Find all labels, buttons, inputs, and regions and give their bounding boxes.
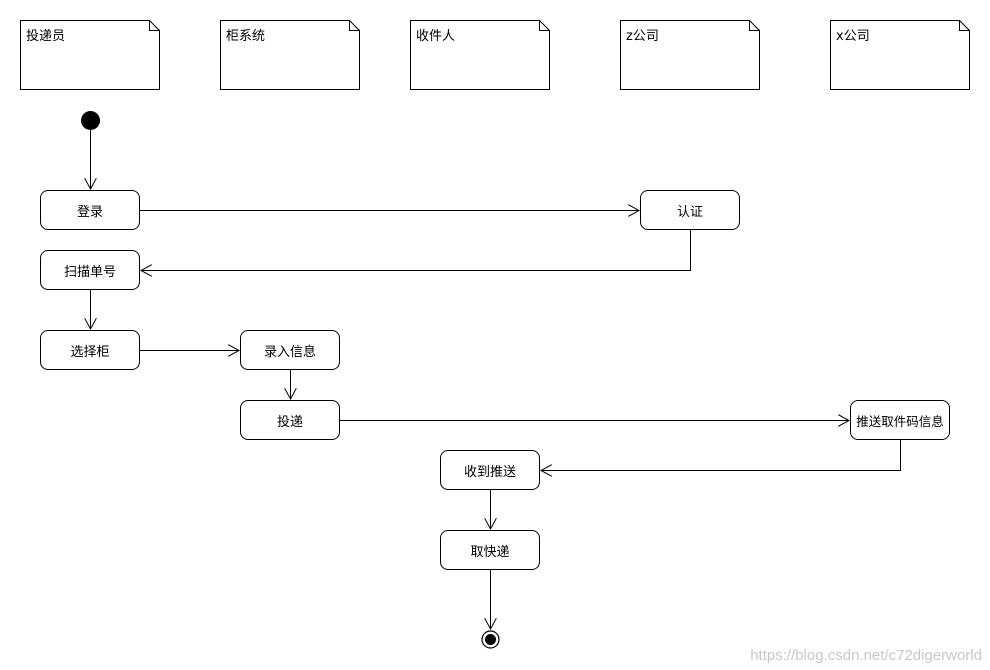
- initial-node: [81, 111, 100, 130]
- activity-receive-push: 收到推送: [440, 450, 540, 490]
- lane-note-shape: [830, 20, 970, 90]
- activity-label: 选择柜: [70, 344, 110, 360]
- lane-note-shape: [410, 20, 550, 90]
- lane-x-company: x公司: [830, 20, 970, 90]
- edge-push-receive: [541, 440, 901, 471]
- activity-label: 取快递: [470, 544, 510, 560]
- activity-scan: 扫描单号: [40, 250, 140, 290]
- lane-note-shape: [620, 20, 760, 90]
- lane-z-company: z公司: [620, 20, 760, 90]
- watermark: https://blog.csdn.net/c72digerworld: [750, 647, 982, 664]
- lane-label-x-company: x公司: [836, 29, 870, 44]
- final-node-inner: [485, 634, 496, 645]
- activity-label: 推送取件码信息: [856, 413, 944, 429]
- activity-label: 扫描单号: [63, 264, 116, 280]
- activity-label: 收到推送: [463, 464, 516, 480]
- activity-pickup: 取快递: [440, 530, 540, 570]
- lane-note-shape: [220, 20, 360, 90]
- activity-auth: 认证: [640, 190, 740, 230]
- activity-select-cabinet: 选择柜: [40, 330, 140, 370]
- lane-label-cabinet-system: 柜系统: [226, 29, 266, 44]
- lane-label-z-company: z公司: [626, 29, 659, 44]
- activity-label: 认证: [676, 204, 703, 220]
- lane-recipient: 收件人: [410, 20, 550, 90]
- lane-note-shape: [20, 20, 160, 90]
- lane-courier: 投递员: [20, 20, 160, 90]
- lane-label-courier: 投递员: [26, 29, 66, 44]
- activity-input-info: 录入信息: [240, 330, 340, 370]
- lane-cabinet-system: 柜系统: [220, 20, 360, 90]
- activity-label: 投递: [276, 414, 303, 430]
- activity-deliver: 投递: [240, 400, 340, 440]
- activity-login: 登录: [40, 190, 140, 230]
- lane-label-recipient: 收件人: [416, 29, 456, 44]
- edge-auth-scan: [141, 230, 691, 271]
- activity-label: 录入信息: [263, 344, 316, 360]
- activity-push-code: 推送取件码信息: [850, 400, 950, 440]
- activity-label: 登录: [76, 204, 103, 220]
